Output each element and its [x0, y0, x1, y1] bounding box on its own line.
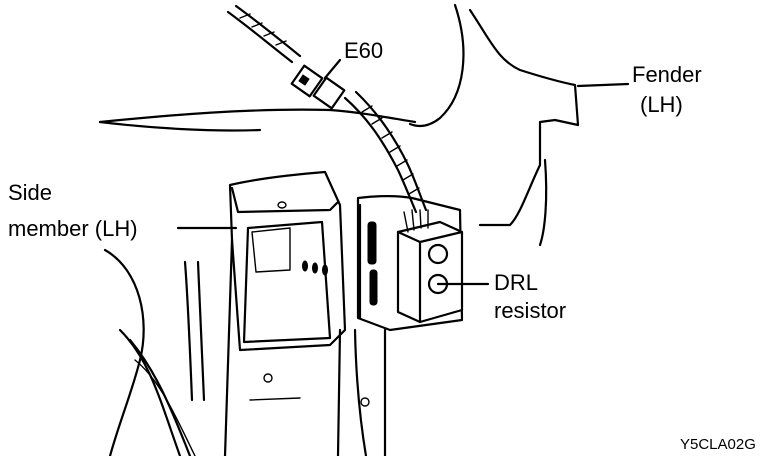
label-e60: E60 [344, 38, 383, 63]
leader-e60 [323, 58, 342, 80]
engine-hoses [103, 248, 206, 456]
label-drl-line1: DRL [494, 270, 538, 295]
resistor-mounting-bracket [353, 195, 464, 456]
leader-lines [176, 58, 630, 286]
drl-resistor [396, 209, 464, 324]
label-fender-line1: Fender [632, 62, 702, 87]
fender-outline [408, 3, 580, 247]
label-fender-line2: (LH) [640, 92, 683, 117]
leader-fender [576, 82, 630, 88]
label-side-member-line2: member (LH) [8, 216, 138, 241]
hood-edge [98, 108, 417, 132]
figure-code: Y5CLA02G [680, 436, 756, 453]
label-side-member-line1: Side [8, 180, 52, 205]
label-drl-line2: resistor [494, 298, 566, 323]
side-member-bracket [223, 170, 347, 456]
e60-connector [290, 64, 346, 110]
